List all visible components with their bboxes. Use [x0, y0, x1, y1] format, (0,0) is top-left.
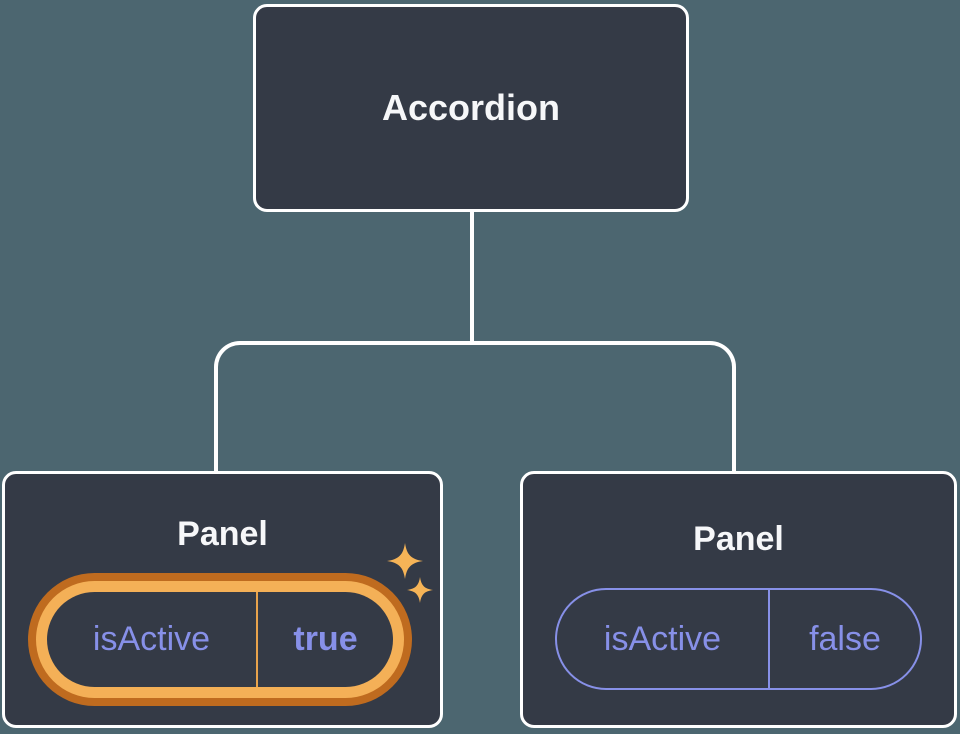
state-pill-divider [768, 590, 770, 688]
panel-node-label: Panel [177, 515, 268, 553]
panel-node-inactive: Panel isActive false [520, 471, 957, 728]
panel-node-label: Panel [693, 520, 784, 558]
state-pill-inactive: isActive false [555, 588, 922, 690]
state-pill-active-inner-ring: isActive true [36, 581, 404, 698]
state-key-label: isActive [92, 620, 211, 658]
state-pill-active: isActive true [47, 592, 393, 687]
state-key-label: isActive [603, 619, 722, 658]
connector-stem-line [470, 211, 474, 344]
accordion-node-label: Accordion [381, 87, 560, 128]
connector-branch-line [214, 341, 736, 474]
accordion-node: Accordion [253, 4, 689, 212]
state-pill-divider [256, 592, 258, 687]
state-value-label: false [809, 619, 881, 658]
state-value-label: true [293, 620, 358, 658]
sparkle-icon-large [387, 543, 423, 579]
panel-node-active: Panel isActive true [2, 471, 443, 728]
sparkle-icon-small [407, 577, 433, 603]
state-pill-active-highlight-ring: isActive true [28, 573, 412, 706]
